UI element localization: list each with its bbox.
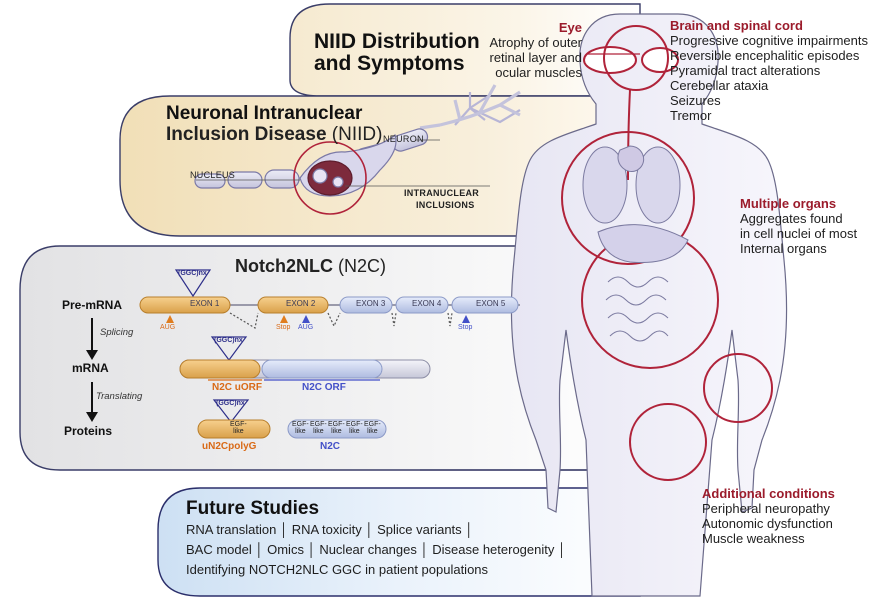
egf-domain-2-top: EGF- [292, 421, 309, 428]
egf-domain-4: EGF-like [328, 421, 345, 435]
organs-line-3: Internal organs [740, 241, 827, 256]
exon-1-label: EXON 1 [190, 299, 220, 308]
distribution-title-2: and Symptoms [314, 52, 465, 75]
knee-circle [629, 403, 707, 481]
repeat-label-3: (GGC)nx [216, 400, 245, 407]
exon-3-label: EXON 3 [356, 299, 386, 308]
organs-heading: Multiple organs [740, 196, 837, 211]
egf-domain-6-top: EGF- [364, 421, 381, 428]
exon-5-label: EXON 5 [476, 299, 506, 308]
exon-4-label: EXON 4 [412, 299, 442, 308]
additional-annotation: Additional conditions Peripheral neuropa… [702, 486, 835, 546]
egf-domain-1: EGF-like [230, 421, 247, 435]
brain-annotation: Brain and spinal cord Progressive cognit… [670, 18, 868, 123]
codon-aug-1: AUG [160, 324, 176, 331]
organs-line-2: in cell nuclei of most [740, 226, 858, 241]
protein-label-upoly: uN2CpolyG [202, 441, 257, 452]
notch-title-line: Notch2NLC (N2C) [235, 256, 386, 276]
future-item-identifying: Identifying NOTCH2NLC GGC in patient pop… [186, 562, 489, 577]
additional-line-2: Autonomic dysfunction [702, 516, 833, 531]
additional-line-1: Peripheral neuropathy [702, 501, 830, 516]
organs [582, 145, 689, 342]
future-item-disease-heterogenity: Disease heterogenity [432, 542, 555, 557]
future-title: Future Studies [186, 498, 320, 519]
notch-title: Notch2NLC [235, 256, 333, 276]
organs-line-1: Aggregates found [740, 211, 843, 226]
future-item-splice-variants: Splice variants [377, 522, 462, 537]
brain-line-5: Seizures [670, 93, 721, 108]
process-splicing: Splicing [100, 327, 134, 338]
eye-line-2: retinal layer and [489, 50, 583, 65]
egf-domain-4-top: EGF- [328, 421, 345, 428]
niid-title-line2: Inclusion Disease (NIID) [166, 124, 382, 145]
codon-aug-2: AUG [298, 324, 314, 331]
egf-domain-3-bottom: like [313, 428, 324, 435]
orf-label-orf: N2C ORF [302, 382, 346, 393]
eye-line-3: ocular muscles [495, 65, 582, 80]
eye-annotation: Eye Atrophy of outer retinal layer and o… [470, 20, 583, 80]
egf-domain-1-top: EGF- [230, 421, 247, 428]
future-item-omics: Omics [267, 542, 304, 557]
stage-proteins: Proteins [64, 424, 113, 438]
gene-diagram [86, 269, 520, 439]
organs-annotation: Multiple organs Aggregates found in cell… [740, 196, 857, 256]
inclusions-label-2: INCLUSIONS [416, 200, 475, 210]
future-row-1: RNA translation │ RNA toxicity │ Splice … [186, 522, 474, 537]
eye-line-1: Atrophy of outer [489, 35, 583, 50]
egf-domain-5-top: EGF- [346, 421, 363, 428]
egf-domain-1-bottom: like [233, 428, 244, 435]
future-item-nuclear-changes: Nuclear changes [319, 542, 417, 557]
niid-abbr: (NIID) [331, 124, 383, 145]
egf-domain-6-bottom: like [367, 428, 378, 435]
future-item-bac-model: BAC model [186, 542, 252, 557]
codon-stop-2: Stop [458, 324, 473, 331]
additional-line-3: Muscle weakness [702, 531, 805, 546]
stage-mrna: mRNA [72, 361, 109, 375]
additional-heading: Additional conditions [702, 486, 835, 501]
hand-circle [703, 353, 773, 423]
future-item-rna-toxicity: RNA toxicity [291, 522, 362, 537]
egf-domain-3-top: EGF- [310, 421, 327, 428]
brain-line-3: Pyramidal tract alterations [670, 63, 821, 78]
chest-circle [561, 131, 695, 265]
nucleus-highlight [293, 141, 367, 215]
future-row-3: Identifying NOTCH2NLC GGC in patient pop… [186, 562, 488, 577]
future-row-2: BAC model │ Omics │ Nuclear changes │ Di… [186, 542, 567, 557]
exon-2-label: EXON 2 [286, 299, 316, 308]
egf-domain-5: EGF-like [346, 421, 363, 435]
egf-domain-6: EGF-like [364, 421, 381, 435]
neuron-label: NEURON [383, 134, 424, 144]
egf-domain-2-bottom: like [295, 428, 306, 435]
brain-line-4: Cerebellar ataxia [670, 78, 769, 93]
brain-line-1: Progressive cognitive impairments [670, 33, 868, 48]
human-body [510, 13, 788, 597]
egf-domain-4-bottom: like [331, 428, 342, 435]
egf-domain-2: EGF-like [292, 421, 309, 435]
neuron-drawing [194, 84, 521, 197]
process-translating: Translating [96, 391, 143, 402]
brain-circle [603, 25, 669, 91]
nucleus-label: NUCLEUS [190, 170, 236, 180]
brain-heading: Brain and spinal cord [670, 18, 803, 33]
inclusions-label-1: INTRANUCLEAR [404, 188, 480, 198]
distribution-title-1: NIID Distribution [314, 30, 480, 53]
egf-domain-5-bottom: like [349, 428, 360, 435]
brain-line-2: Reversible encephalitic episodes [670, 48, 860, 63]
eye-heading: Eye [558, 20, 582, 35]
protein-label-n2c: N2C [320, 441, 341, 452]
niid-title-1: Neuronal Intranuclear [166, 103, 363, 124]
stage-pre-mrna: Pre-mRNA [62, 298, 123, 312]
future-panel [157, 487, 641, 597]
repeat-label-1: (GGC)nx [178, 270, 207, 277]
brain-line-6: Tremor [670, 108, 712, 123]
repeat-label-2: (GGC)nx [214, 337, 243, 344]
notch-abbr: (N2C) [338, 256, 387, 276]
future-item-rna-translation: RNA translation [186, 522, 277, 537]
egf-domain-3: EGF-like [310, 421, 327, 435]
niid-title-2: Inclusion Disease [166, 124, 327, 145]
orf-label-uorf: N2C uORF [212, 382, 262, 393]
codon-stop-1: Stop [276, 324, 291, 331]
